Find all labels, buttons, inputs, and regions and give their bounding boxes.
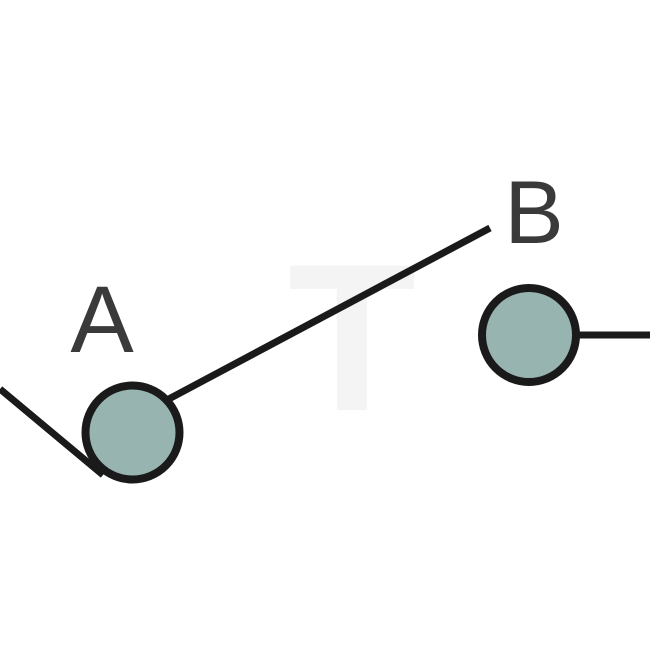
node-a-to-b-line xyxy=(148,224,492,413)
node-b-circle xyxy=(478,284,580,386)
label-b: B xyxy=(504,162,563,262)
left-edge-to-node-a-line xyxy=(0,386,106,478)
node-a-circle xyxy=(81,381,184,484)
label-a: A xyxy=(70,267,134,373)
watermark-letter: T xyxy=(288,220,416,455)
